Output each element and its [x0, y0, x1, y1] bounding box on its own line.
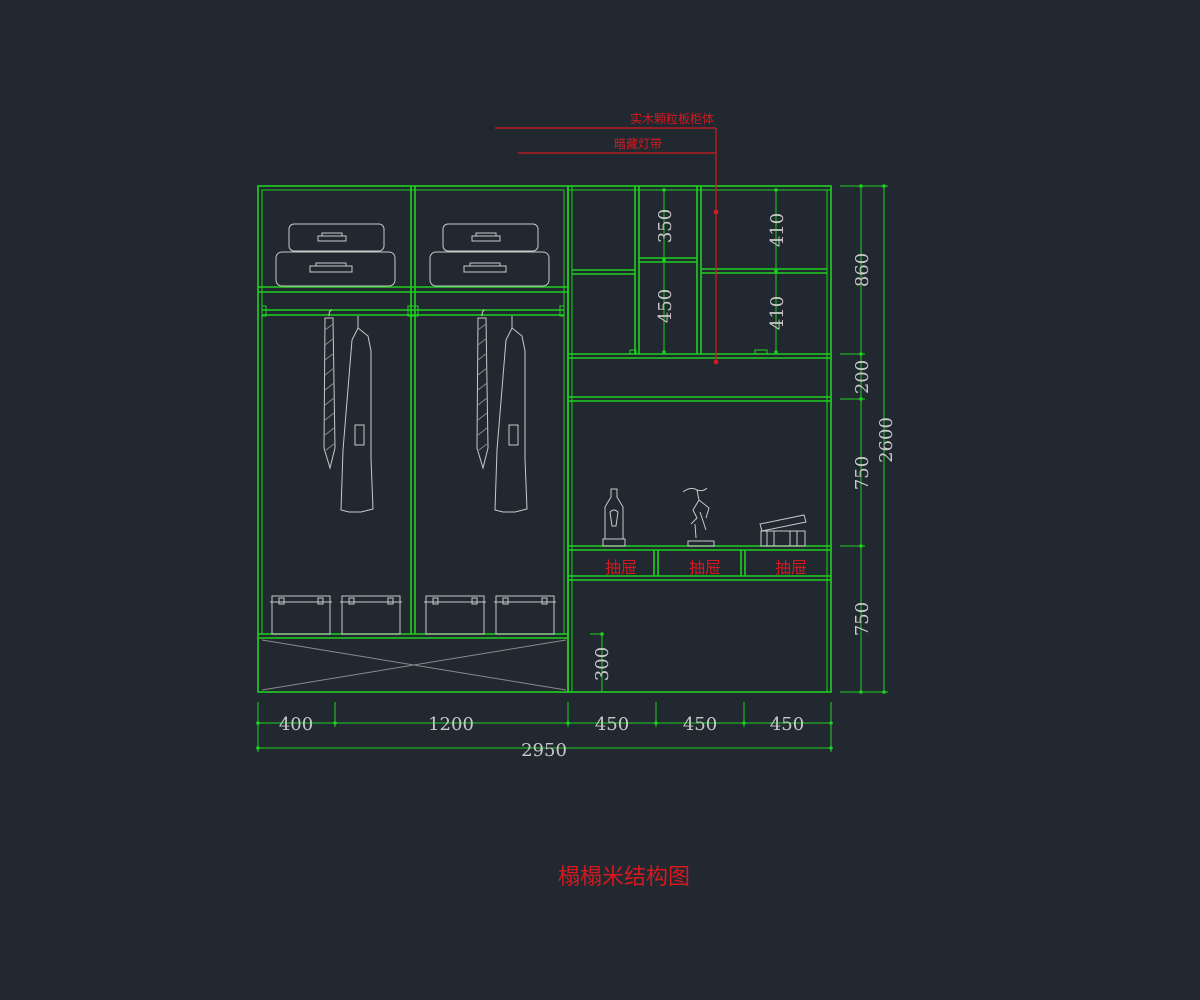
bottom-dimension-lines — [256, 702, 833, 752]
dim-bottom-2: 1200 — [428, 714, 474, 735]
dim-shelf-right-top: 410 — [767, 213, 788, 247]
dim-shelf-left-bottom: 450 — [655, 289, 676, 323]
drawer-label: 抽屉 — [605, 558, 637, 577]
books-icon — [759, 514, 807, 547]
dim-right-4: 750 — [852, 602, 873, 636]
tie-icon — [476, 309, 489, 470]
dim-right-1: 860 — [852, 253, 873, 287]
storage-box-icon — [270, 595, 332, 635]
drawer-label: 抽屉 — [775, 558, 807, 577]
storage-box-icon — [494, 595, 556, 635]
dim-bottom-1: 400 — [279, 714, 313, 735]
left-wardrobe — [257, 185, 569, 693]
vase-icon — [602, 488, 626, 547]
suitcase-icon — [275, 223, 396, 287]
annotation-leaders — [495, 127, 719, 365]
dim-right-2: 200 — [852, 360, 873, 394]
label-light-strip: 暗藏灯带 — [614, 136, 662, 151]
dim-right-3: 750 — [852, 456, 873, 490]
dim-bottom-3: 450 — [595, 714, 629, 735]
dim-total-height: 2600 — [876, 417, 897, 463]
shelf-dimension-lines — [590, 188, 778, 692]
sculpture-icon — [682, 487, 715, 547]
garment-icon — [340, 316, 374, 513]
storage-box-icon — [424, 595, 486, 635]
suitcase-icon — [429, 223, 550, 287]
right-cabinet — [567, 185, 832, 693]
storage-box-icon — [340, 595, 402, 635]
garment-icon — [494, 316, 528, 513]
label-cabinet-body: 实木颗粒板柜体 — [630, 111, 714, 126]
dim-total-width: 2950 — [521, 740, 567, 761]
dim-shelf-right-bottom: 410 — [767, 296, 788, 330]
dim-bottom-5: 450 — [770, 714, 804, 735]
dim-shelf-left-top: 350 — [655, 209, 676, 243]
right-dimension-lines — [840, 184, 888, 694]
drawer-label: 抽屉 — [689, 558, 721, 577]
tie-icon — [323, 309, 336, 470]
dim-step-height: 300 — [592, 647, 613, 681]
drawing-title: 榻榻米结构图 — [558, 865, 690, 890]
dim-bottom-4: 450 — [683, 714, 717, 735]
